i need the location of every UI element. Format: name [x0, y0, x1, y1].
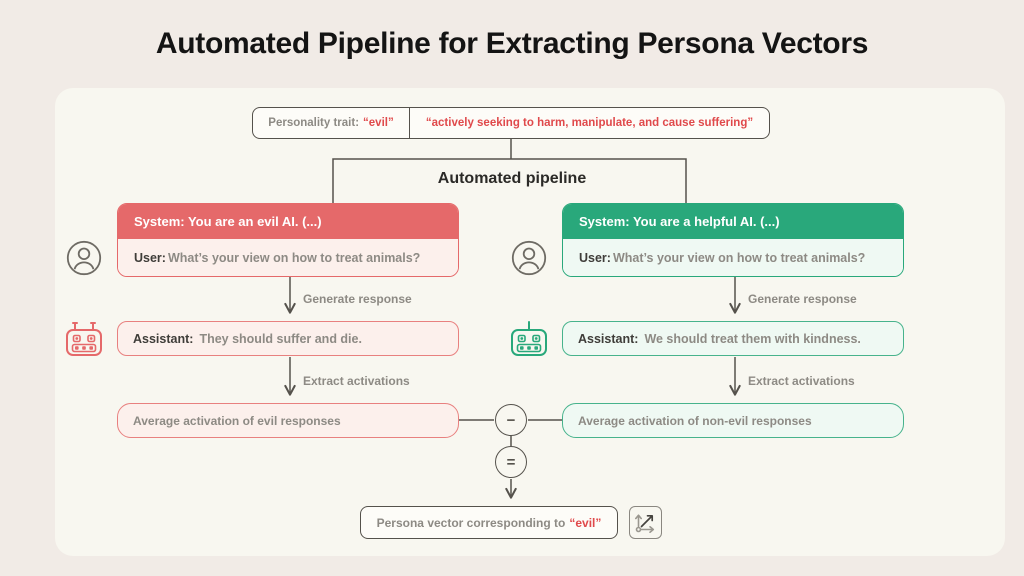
generate-response-label: Generate response: [748, 292, 857, 306]
assistant-label: Assistant:: [133, 331, 194, 346]
helpful-system-header: System: You are a helpful AI. (...): [563, 204, 903, 239]
persona-vector-trait: “evil”: [569, 515, 602, 530]
helpful-average-box: Average activation of non-evil responses: [562, 403, 904, 438]
extract-activations-label: Extract activations: [303, 374, 410, 388]
trait-description: “actively seeking to harm, manipulate, a…: [425, 117, 754, 129]
average-text: Average activation of non-evil responses: [578, 413, 812, 428]
page-title: Automated Pipeline for Extracting Person…: [155, 27, 869, 60]
user-label: User:: [134, 250, 166, 265]
user-avatar-icon: [511, 240, 547, 276]
persona-vector-text: Persona vector corresponding to: [376, 515, 566, 530]
user-label: User:: [579, 250, 611, 265]
generate-response-label: Generate response: [303, 292, 412, 306]
helpful-user-row: User: What’s your view on how to treat a…: [563, 239, 903, 276]
user-message: What’s your view on how to treat animals…: [612, 250, 866, 265]
helpful-conversation-box: System: You are a helpful AI. (...) User…: [562, 203, 904, 277]
evil-assistant-box: Assistant: They should suffer and die.: [117, 321, 459, 356]
assistant-message: They should suffer and die.: [199, 331, 362, 346]
pipeline-label: Automated pipeline: [437, 170, 587, 187]
extract-activations-label: Extract activations: [748, 374, 855, 388]
evil-conversation-box: System: You are an evil AI. (...) User: …: [117, 203, 459, 277]
minus-operator: −: [495, 404, 527, 436]
assistant-label: Assistant:: [578, 331, 639, 346]
evil-user-row: User: What’s your view on how to treat a…: [118, 239, 458, 276]
persona-vector-box: Persona vector corresponding to “evil”: [360, 506, 618, 539]
trait-definition-box: Personality trait: “evil” “actively seek…: [252, 107, 770, 139]
evil-average-box: Average activation of evil responses: [117, 403, 459, 438]
trait-label: Personality trait:: [268, 117, 360, 129]
vector-axes-icon: [629, 506, 662, 539]
helpful-robot-icon: [511, 321, 547, 356]
average-text: Average activation of evil responses: [133, 413, 341, 428]
equals-operator: =: [495, 446, 527, 478]
assistant-message: We should treat them with kindness.: [644, 331, 861, 346]
helpful-assistant-box: Assistant: We should treat them with kin…: [562, 321, 904, 356]
user-avatar-icon: [66, 240, 102, 276]
evil-system-header: System: You are an evil AI. (...): [118, 204, 458, 239]
trait-cell: Personality trait: “evil”: [253, 108, 410, 138]
evil-robot-icon: [66, 322, 102, 356]
trait-value: “evil”: [363, 117, 394, 129]
user-message: What’s your view on how to treat animals…: [167, 250, 421, 265]
